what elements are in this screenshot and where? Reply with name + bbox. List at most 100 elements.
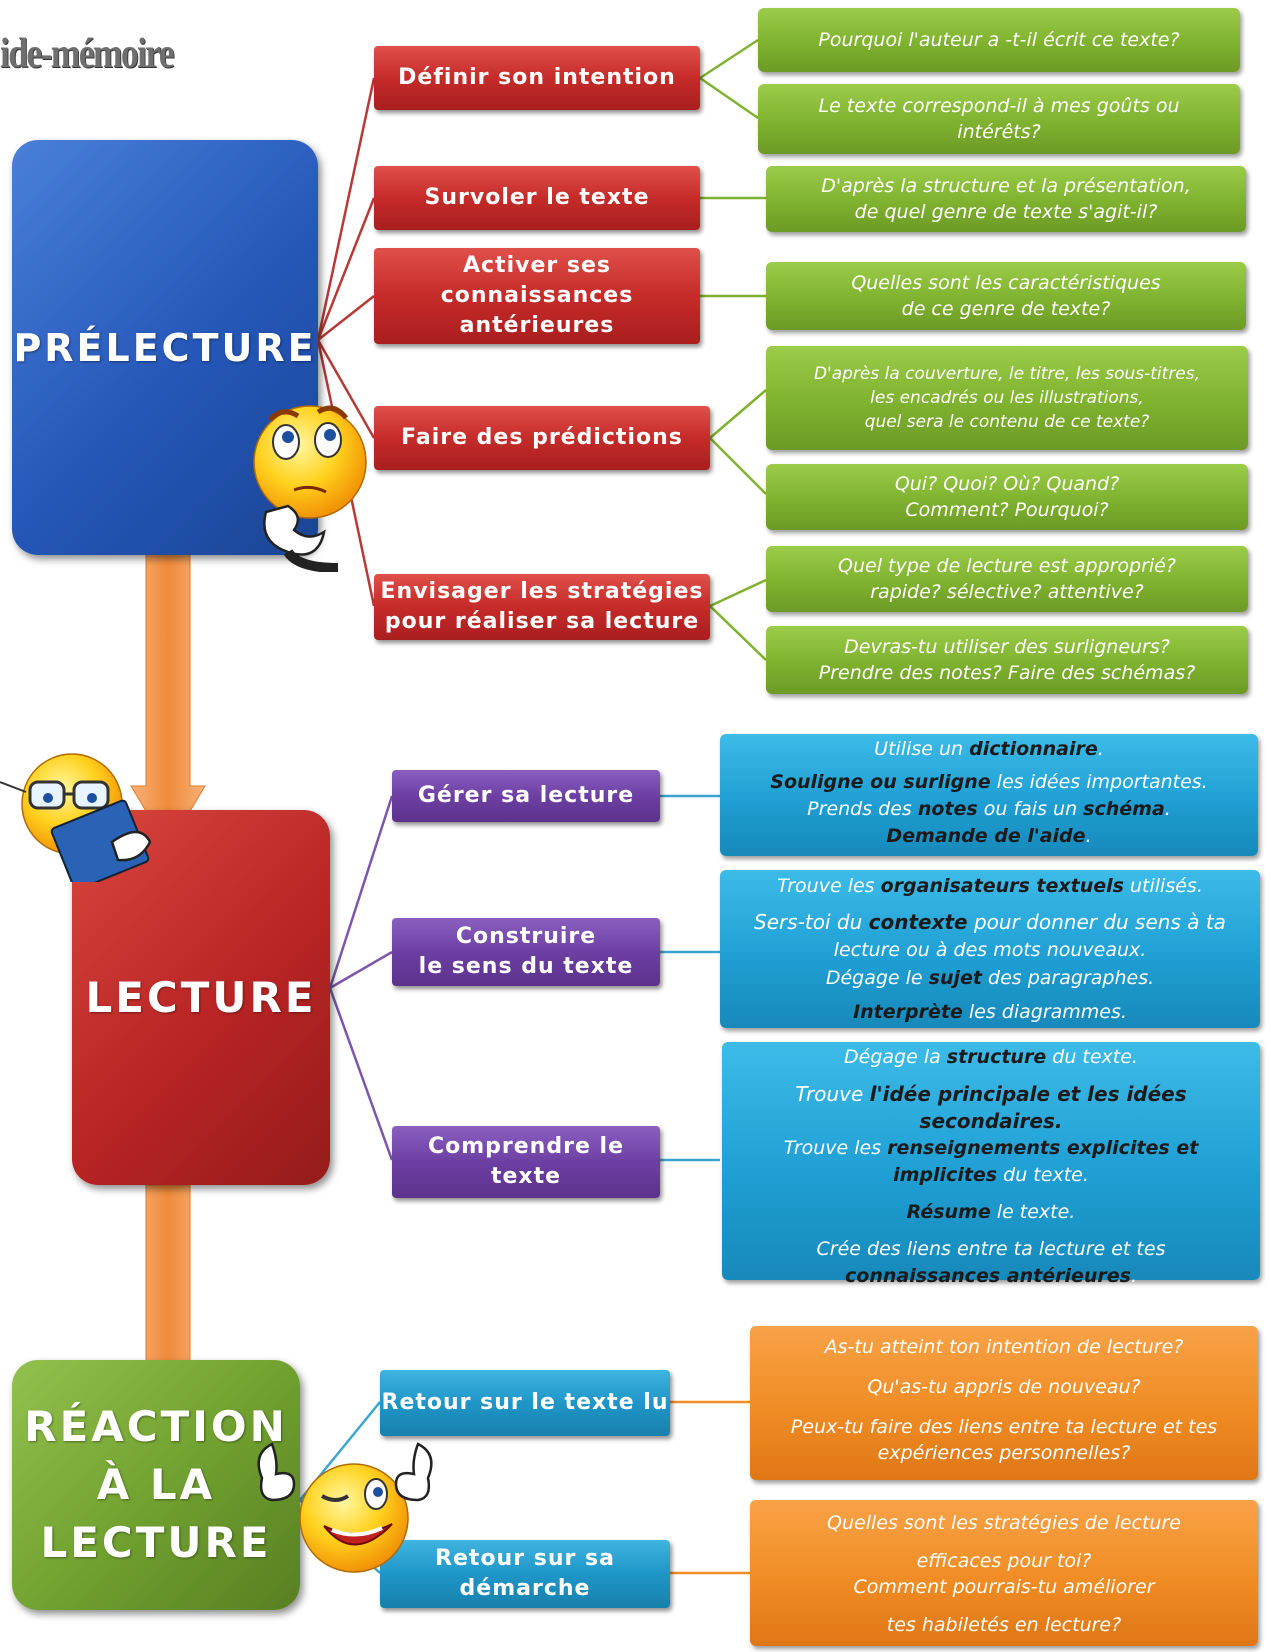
step-construire-sens: Construire le sens du texte <box>392 918 660 986</box>
connector-pre-1 <box>316 77 376 341</box>
leaf-text: connaissances antérieures. <box>845 1265 1137 1287</box>
leaf-text: lecture ou à des mots nouveaux. <box>833 939 1147 961</box>
step-label-line: le sens du texte <box>418 954 634 979</box>
leaf-pourquoi-auteur: Pourquoi l'auteur a -t-il écrit ce texte… <box>758 8 1240 72</box>
connector-lec-1 <box>328 795 394 989</box>
winking-smiley-icon <box>257 1442 433 1573</box>
leaf-construire-details: Trouve les organisateurs textuels utilis… <box>720 870 1260 1028</box>
step-comprendre-texte: Comprendre le texte <box>392 1126 660 1198</box>
leaf-text: intérêts? <box>957 121 1041 143</box>
step-survoler-texte: Survoler le texte <box>374 166 700 230</box>
leaf-text: expériences personnelles? <box>877 1442 1131 1464</box>
leaf-retour-demarche: Quelles sont les stratégies de lecture e… <box>750 1500 1258 1646</box>
reading-smiley-icon <box>0 753 152 882</box>
step-label-line: Comprendre le <box>427 1134 624 1159</box>
leaf-gerer-details: Utilise un dictionnaire. Souligne ou sur… <box>720 734 1258 856</box>
leaf-text: Demande de l'aide. <box>886 825 1092 847</box>
leaf-text: Souligne ou surligne les idées important… <box>770 771 1208 793</box>
leaf-text: Quelles sont les stratégies de lecture <box>827 1512 1181 1534</box>
connector-leaf-7 <box>709 578 767 608</box>
leaf-text: efficaces pour toi? <box>916 1550 1092 1572</box>
leaf-text: Utilise un dictionnaire. <box>874 738 1104 760</box>
leaf-gouts-interets: Le texte correspond-il à mes goûts ou in… <box>758 84 1240 154</box>
leaf-text: quel sera le contenu de ce texte? <box>864 412 1150 432</box>
leaf-genre-texte: D'après la structure et la présentation,… <box>766 166 1246 232</box>
step-retour-demarche: Retour sur sa démarche <box>380 1540 670 1608</box>
leaf-text: Comment pourrais-tu améliorer <box>853 1576 1155 1598</box>
leaf-text: Qui? Quoi? Où? Quand? <box>894 473 1120 495</box>
leaf-text: Qu'as-tu appris de nouveau? <box>867 1376 1141 1398</box>
connector-pre-4 <box>316 339 376 439</box>
leaf-qui-quoi: Qui? Quoi? Où? Quand? Comment? Pourquoi? <box>766 464 1248 530</box>
step-label: Faire des prédictions <box>401 425 683 450</box>
step-label-line: Construire <box>455 924 597 949</box>
leaf-retour-texte: As-tu atteint ton intention de lecture? … <box>750 1326 1258 1480</box>
connector-leaf-6 <box>709 437 767 495</box>
leaf-text: Quelles sont les caractéristiques <box>851 272 1161 294</box>
phase-lecture-label: LECTURE <box>85 973 317 1022</box>
phase-prelecture-label: PRÉLECTURE <box>13 325 317 370</box>
step-label-line: démarche <box>459 1576 591 1601</box>
leaf-text: Quel type de lecture est approprié? <box>838 555 1176 577</box>
leaf-text: tes habiletés en lecture? <box>886 1614 1122 1636</box>
leaf-text: Pourquoi l'auteur a -t-il écrit ce texte… <box>818 29 1180 51</box>
leaf-text: Peux-tu faire des liens entre ta lecture… <box>790 1416 1218 1438</box>
leaf-type-lecture: Quel type de lecture est approprié? rapi… <box>766 546 1248 612</box>
leaf-text: Trouve les renseignements explicites et <box>783 1137 1199 1159</box>
phase-reaction-line: RÉACTION <box>24 1402 288 1451</box>
leaf-text: Sers-toi du contexte pour donner du sens… <box>754 910 1226 934</box>
thinking-smiley-icon <box>253 405 367 572</box>
step-label: Survoler le texte <box>424 185 650 210</box>
leaf-text: As-tu atteint ton intention de lecture? <box>824 1336 1184 1358</box>
page-title: ide-mémoire <box>0 31 175 77</box>
leaf-text: les encadrés ou les illustrations, <box>870 388 1144 408</box>
leaf-text: de ce genre de texte? <box>901 298 1111 320</box>
leaf-caracteristiques: Quelles sont les caractéristiques de ce … <box>766 262 1246 330</box>
leaf-comprendre-details: Dégage la structure du texte. Trouve l'i… <box>722 1042 1260 1287</box>
phase-reaction-line: LECTURE <box>40 1518 272 1567</box>
leaf-text: Prendre des notes? Faire des schémas? <box>818 662 1196 684</box>
phase-reaction-line: À LA <box>96 1460 216 1509</box>
step-label: Retour sur le texte lu <box>381 1390 669 1415</box>
leaf-text: Dégage le sujet des paragraphes. <box>825 967 1155 989</box>
step-label-line: Activer ses <box>462 253 611 278</box>
leaf-text: D'après la couverture, le titre, les sou… <box>813 364 1201 384</box>
leaf-text: Dégage la structure du texte. <box>844 1046 1138 1068</box>
leaf-text: de quel genre de texte s'agit-il? <box>854 201 1158 223</box>
step-envisager-strategies: Envisager les stratégies pour réaliser s… <box>374 574 710 640</box>
step-activer-connaissances: Activer ses connaissances antérieures <box>374 248 700 344</box>
connector-lec-2 <box>329 950 393 990</box>
step-retour-texte: Retour sur le texte lu <box>380 1370 670 1436</box>
leaf-surligneurs: Devras-tu utiliser des surligneurs? Pren… <box>766 626 1248 694</box>
connector-leaf-8 <box>709 605 767 661</box>
leaf-text: rapide? sélective? attentive? <box>870 581 1144 603</box>
step-label-line: texte <box>490 1164 562 1189</box>
step-definir-intention: Définir son intention <box>374 46 700 110</box>
leaf-text: Trouve l'idée principale et les idées se… <box>795 1082 1187 1133</box>
leaf-text: Interprète les diagrammes. <box>853 1001 1127 1023</box>
step-gerer-lecture: Gérer sa lecture <box>392 770 660 822</box>
leaf-text: Devras-tu utiliser des surligneurs? <box>844 636 1170 658</box>
leaf-text: Le texte correspond-il à mes goûts ou <box>818 95 1180 117</box>
step-faire-predictions: Faire des prédictions <box>374 406 710 470</box>
connector-leaf-2 <box>699 76 759 120</box>
connector-pre-3 <box>317 295 375 341</box>
step-label-line: pour réaliser sa lecture <box>384 609 700 634</box>
connector-lec-3 <box>328 987 394 1161</box>
connector-leaf-5 <box>709 389 767 439</box>
step-label: Définir son intention <box>398 65 676 90</box>
leaf-text: Crée des liens entre ta lecture et tes <box>816 1238 1166 1260</box>
leaf-text: Résume le texte. <box>906 1201 1076 1223</box>
step-label-line: Envisager les stratégies <box>380 579 704 604</box>
leaf-couverture-titre: D'après la couverture, le titre, les sou… <box>766 346 1248 450</box>
connector-leaf-1 <box>699 38 759 80</box>
leaf-text: Comment? Pourquoi? <box>905 499 1109 521</box>
leaf-text: Prends des notes ou fais un schéma. <box>807 798 1171 820</box>
phase-reaction: RÉACTION À LA LECTURE <box>12 1360 300 1610</box>
step-label-line: Retour sur sa <box>435 1546 615 1571</box>
leaf-text: D'après la structure et la présentation, <box>821 175 1191 197</box>
connector-pre-2 <box>316 197 376 341</box>
leaf-text: Trouve les organisateurs textuels utilis… <box>777 875 1203 897</box>
step-label: Gérer sa lecture <box>417 783 635 808</box>
step-label-line: antérieures <box>459 313 615 338</box>
